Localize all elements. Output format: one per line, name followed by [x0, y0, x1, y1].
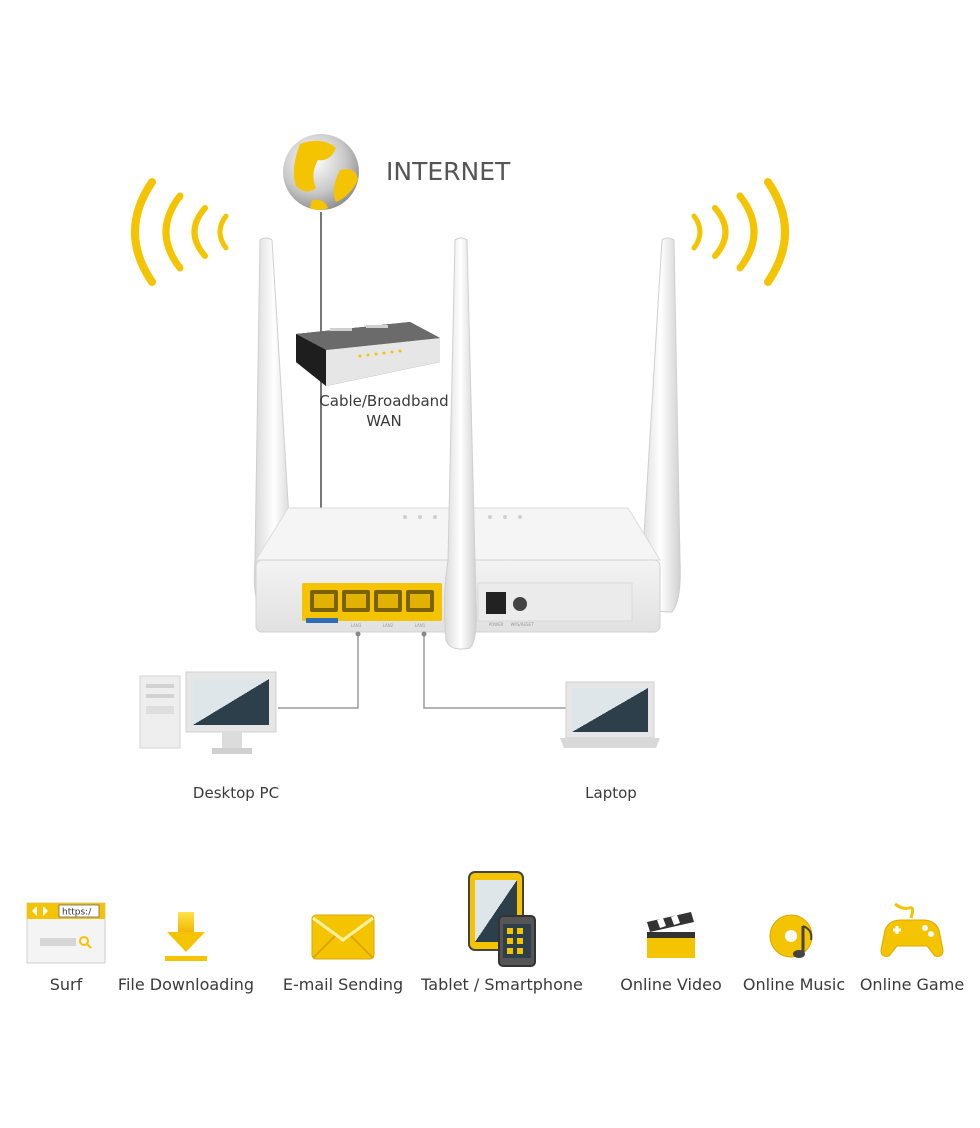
gamepad-icon [880, 902, 944, 957]
browser-icon: https:/ [26, 902, 106, 964]
port-label-lan2: LAN2 [383, 623, 394, 628]
feature-label-online-game: Online Game [859, 975, 965, 994]
power-jack [486, 592, 506, 614]
modem-label-line2: WAN [366, 412, 402, 430]
internet-label: INTERNET [386, 157, 511, 186]
tablet-smartphone-icon [468, 871, 536, 967]
download-icon [165, 912, 207, 961]
modem-icon [296, 322, 440, 386]
feature-label-tablet-smartphone: Tablet / Smartphone [421, 975, 583, 994]
laptop-label: Laptop [585, 784, 637, 802]
feature-label-surf: Surf [49, 975, 83, 994]
port-label-lan1: LAN1 [415, 623, 426, 628]
port-label-lan3: LAN3 [351, 623, 362, 628]
feature-label-file-downloading: File Downloading [117, 975, 255, 994]
desktop-pc-label: Desktop PC [193, 784, 279, 802]
browser-url-text: https:/ [62, 908, 92, 918]
envelope-icon [311, 914, 375, 960]
wps-reset-button [513, 597, 527, 611]
antenna-middle [443, 237, 477, 650]
power-label: POWER [489, 622, 504, 627]
wifi-signal-right-icon [691, 178, 789, 286]
clapperboard-icon [647, 912, 695, 958]
modem-label-line1: Cable/Broadband [319, 392, 448, 410]
wifi-signal-left-icon [131, 178, 229, 286]
wan-port-strip [306, 618, 338, 623]
feature-label-online-video: Online Video [620, 975, 722, 994]
feature-label-email-sending: E-mail Sending [282, 975, 404, 994]
desktop-pc-icon [139, 671, 277, 754]
globe-icon [283, 134, 359, 210]
feature-label-online-music: Online Music [742, 975, 846, 994]
laptop-icon [560, 681, 660, 748]
wps-reset-label: WPS/RESET [510, 622, 534, 627]
lan-cables [278, 634, 566, 709]
music-disc-icon [769, 914, 813, 958]
